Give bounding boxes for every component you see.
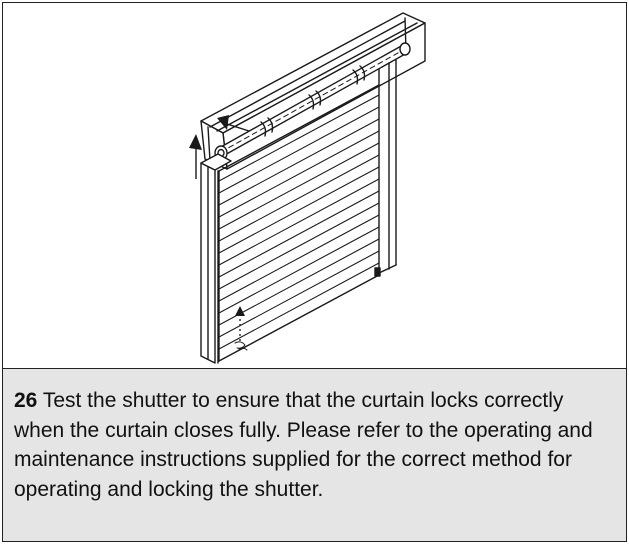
- left-guide-rail: [200, 153, 232, 364]
- barrel-clips: [260, 65, 366, 137]
- illustration-area: [3, 3, 626, 369]
- roller-shutter-illustration: [189, 12, 426, 364]
- step-number: 26: [14, 389, 38, 412]
- curtain-lock: [234, 341, 248, 351]
- curtain-slats: [218, 94, 380, 350]
- step-instruction: 26 Test the shutter to ensure that the c…: [14, 386, 618, 504]
- curtain: [218, 84, 380, 362]
- direction-arrows: [189, 115, 250, 341]
- step-text: Test the shutter to ensure that the curt…: [14, 389, 593, 501]
- caption-panel: 26 Test the shutter to ensure that the c…: [3, 369, 626, 541]
